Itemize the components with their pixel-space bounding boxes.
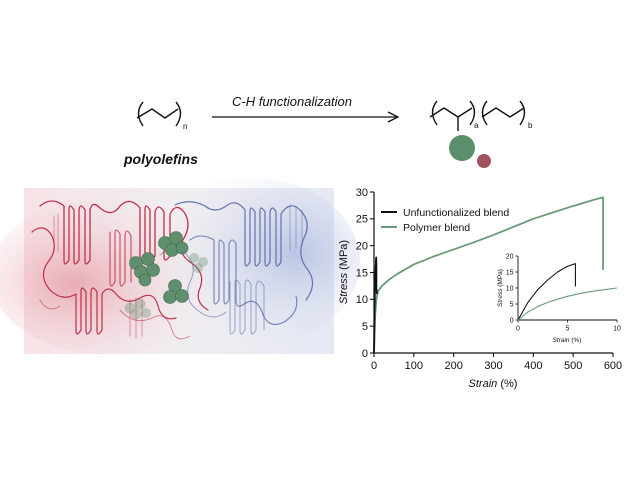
main-x-tick-label: 0 xyxy=(371,360,377,372)
polymer-blend-illustration xyxy=(0,177,360,355)
inset-x-axis-label: Strain (%) xyxy=(553,337,582,344)
main-series-line-polymer-blend xyxy=(373,196,604,354)
main-y-axis-label: Stress (MPa) xyxy=(338,240,350,304)
inset-y-tick-label: 20 xyxy=(506,253,514,260)
main-y-tick-label: 10 xyxy=(356,294,368,306)
inset-series xyxy=(517,263,618,321)
red-polymer-chains xyxy=(31,200,209,340)
main-x-tick-label: 500 xyxy=(564,360,582,372)
cluster-2 xyxy=(158,231,189,257)
inset-y-tick-label: 10 xyxy=(506,285,514,292)
cluster-faded-left xyxy=(124,298,151,320)
red-functional-group-circle xyxy=(477,154,491,168)
inset-chart: 0 5 10 0 5 10 15 20 Stress (MPa) Strain (%) xyxy=(497,253,621,344)
compatibilizer-clusters xyxy=(124,231,208,320)
reaction-label: C-H functionalization xyxy=(232,94,352,109)
main-y-tick-label: 5 xyxy=(362,321,368,333)
main-y-tick-label: 0 xyxy=(362,348,368,360)
legend-label-polymer-blend: Polymer blend xyxy=(403,222,470,234)
chart-legend: Unfunctionalized blend Polymer blend xyxy=(381,207,509,234)
cluster-3 xyxy=(163,279,189,304)
main-x-axis-label: Strain (%) xyxy=(469,378,518,390)
inset-x-tick-label: 5 xyxy=(566,326,570,333)
blue-polymer-chains xyxy=(159,201,314,335)
inset-y-tick-label: 5 xyxy=(510,301,514,308)
inset-series-line-polymer-blend xyxy=(517,287,618,321)
product-subscript-a: a xyxy=(474,121,479,130)
reactant-label: polyolefins xyxy=(123,151,198,167)
main-x-tick-label: 600 xyxy=(604,360,622,372)
cluster-faded-right xyxy=(189,253,208,273)
main-x-tick-label: 300 xyxy=(484,360,502,372)
reaction-scheme: n polyolefins C-H functionalization a b xyxy=(123,94,533,168)
main-x-tick-label: 100 xyxy=(405,360,423,372)
inset-ticks: 0 5 10 0 5 10 15 20 xyxy=(506,253,621,332)
main-y-tick-label: 15 xyxy=(356,267,368,279)
green-functional-group-circle xyxy=(449,135,475,161)
main-y-tick-label: 30 xyxy=(356,187,368,199)
cluster-1 xyxy=(129,252,160,287)
main-y-tick-label: 25 xyxy=(356,214,368,226)
inset-y-tick-label: 15 xyxy=(506,269,514,276)
main-series xyxy=(373,196,604,354)
inset-y-tick-label: 0 xyxy=(510,317,514,324)
reaction-arrow-head xyxy=(387,111,400,123)
product-structure xyxy=(429,100,526,131)
inset-x-tick-label: 10 xyxy=(613,326,621,333)
main-series-line-unfunctionalized-blend xyxy=(373,256,378,354)
product-subscript-b: b xyxy=(528,121,533,130)
inset-series-line-unfunctionalized-blend xyxy=(517,263,576,321)
main-x-tick-label: 400 xyxy=(524,360,542,372)
legend-label-unfunctionalized: Unfunctionalized blend xyxy=(403,207,509,219)
reactant-structure xyxy=(136,101,182,127)
inset-x-tick-label: 0 xyxy=(516,326,520,333)
reactant-subscript-n: n xyxy=(183,122,187,131)
main-y-tick-label: 20 xyxy=(356,241,368,253)
inset-y-axis-label: Stress (MPa) xyxy=(497,269,504,307)
main-x-tick-label: 200 xyxy=(444,360,462,372)
